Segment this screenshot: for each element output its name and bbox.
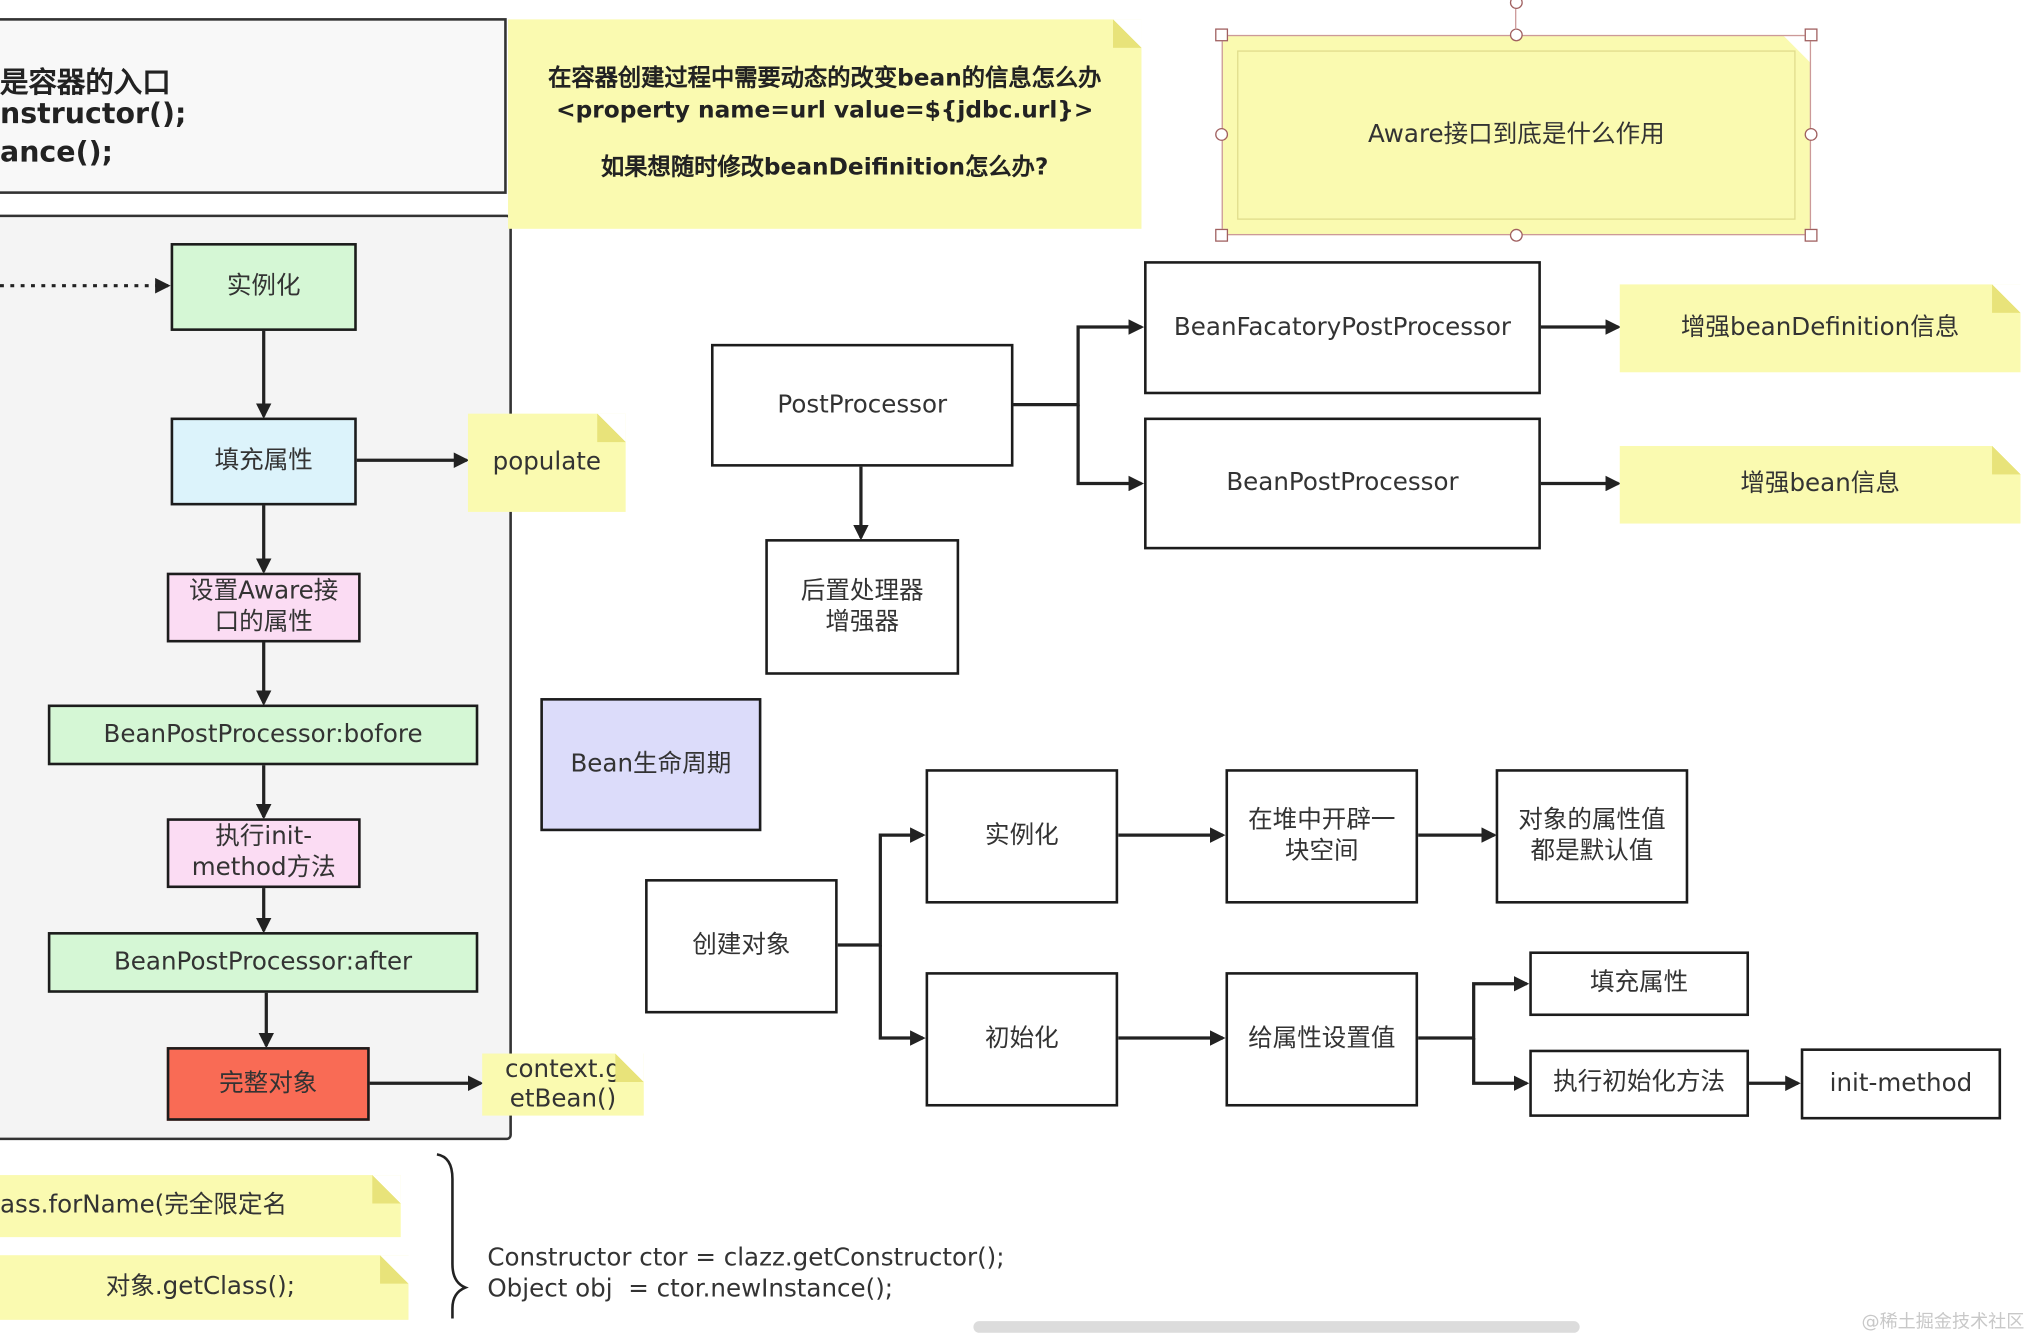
getbean-line-1: context.g	[504, 1055, 621, 1084]
default-line-1: 对象的属性值	[1518, 805, 1666, 835]
question-note: 在容器创建过程中需要动态的改变bean的信息怎么办 <property name…	[508, 19, 1142, 229]
getbean-note: context.g etBean()	[482, 1053, 644, 1116]
horizontal-scrollbar[interactable]	[973, 1321, 1580, 1333]
resize-handle-nw[interactable]	[1215, 28, 1229, 42]
lifecycle-init-method: 执行init- method方法	[166, 818, 361, 889]
question-line-3: 如果想随时修改beanDeifinition怎么办?	[601, 154, 1049, 182]
co-initialize-label: 初始化	[985, 1023, 1059, 1053]
code-line-2: Object obj = ctor.newInstance();	[487, 1274, 894, 1304]
rotate-stem	[1515, 9, 1517, 30]
bfpp-box: BeanFacatoryPostProcessor	[1144, 261, 1541, 395]
watermark: @稀土掘金技术社区	[1861, 1312, 2025, 1333]
lifecycle-aware-line-2: 口的属性	[214, 607, 313, 637]
lifecycle-bpp-after: BeanPostProcessor:after	[47, 932, 479, 993]
branch-postprocessor-2	[1076, 404, 1145, 492]
run-init-label: 执行初始化方法	[1553, 1067, 1726, 1097]
co-instantiate-label: 实例化	[985, 821, 1059, 850]
question-line-1: 在容器创建过程中需要动态的改变bean的信息怎么办	[548, 64, 1102, 93]
enhance-bean-label: 增强bean信息	[1740, 469, 1900, 498]
branch-postprocessor	[1012, 319, 1145, 407]
lifecycle-aware: 设置Aware接 口的属性	[166, 572, 361, 643]
code-line-1: Constructor ctor = clazz.getConstructor(…	[487, 1243, 1005, 1273]
lifecycle-instantiate-label: 实例化	[226, 271, 301, 301]
aware-note[interactable]: Aware接口到底是什么作用	[1221, 34, 1812, 236]
bean-lifecycle-box: Bean生命周期	[540, 698, 762, 832]
aware-inner-border	[1237, 50, 1796, 220]
heap-box: 在堆中开辟一 块空间	[1225, 769, 1419, 904]
fill-props-box: 填充属性	[1529, 951, 1750, 1017]
default-line-2: 都是默认值	[1530, 836, 1654, 865]
branch-create-2	[878, 944, 926, 1046]
resize-handle-n[interactable]	[1509, 28, 1523, 42]
create-object-label: 创建对象	[692, 930, 791, 960]
post-enhancer-box: 后置处理器 增强器	[765, 539, 960, 675]
getbean-line-2: etBean()	[509, 1084, 617, 1114]
branch-create	[837, 827, 926, 947]
co-instantiate-box: 实例化	[925, 769, 1119, 904]
question-line-2: <property name=url value=${jdbc.url}>	[556, 96, 1094, 124]
lifecycle-instantiate: 实例化	[170, 243, 357, 331]
bpp-label: BeanPostProcessor	[1226, 468, 1459, 497]
set-values-box: 给属性设置值	[1225, 972, 1419, 1107]
rotate-handle[interactable]	[1509, 0, 1523, 10]
entry-box: 是容器的入口 nstructor(); ance();	[0, 18, 507, 194]
lifecycle-complete-label: 完整对象	[219, 1068, 318, 1098]
run-init-box: 执行初始化方法	[1529, 1049, 1750, 1117]
postprocessor-box: PostProcessor	[710, 343, 1014, 467]
lifecycle-bpp-after-label: BeanPostProcessor:after	[113, 947, 413, 976]
getclass-note: 对象.getClass();	[0, 1255, 409, 1320]
bean-lifecycle-label: Bean生命周期	[570, 749, 732, 778]
lifecycle-bpp-before-label: BeanPostProcessor:bofore	[103, 719, 423, 748]
entry-line-2: nstructor();	[0, 98, 187, 131]
lifecycle-complete: 完整对象	[166, 1047, 370, 1121]
fill-props-label: 填充属性	[1590, 968, 1689, 997]
entry-line-3: ance();	[0, 137, 113, 170]
forname-note: ass.forName(完全限定名	[0, 1175, 401, 1238]
lifecycle-init-line-2: method方法	[191, 853, 336, 882]
heap-line-1: 在堆中开辟一	[1248, 805, 1396, 835]
init-method-label: init-method	[1829, 1068, 1973, 1098]
forname-label: ass.forName(完全限定名	[0, 1190, 288, 1220]
default-values-box: 对象的属性值 都是默认值	[1495, 769, 1689, 904]
populate-note: populate	[467, 413, 626, 512]
post-enhancer-line-2: 增强器	[825, 606, 900, 636]
postprocessor-label: PostProcessor	[777, 389, 948, 419]
post-enhancer-line-1: 后置处理器	[800, 576, 924, 605]
enhance-bean-note: 增强bean信息	[1619, 445, 2021, 524]
resize-handle-ne[interactable]	[1804, 28, 1818, 42]
enhance-def-label: 增强beanDefinition信息	[1680, 312, 1960, 342]
lifecycle-populate-label: 填充属性	[214, 446, 313, 475]
lifecycle-populate: 填充属性	[170, 417, 357, 506]
resize-handle-sw[interactable]	[1215, 228, 1229, 242]
create-object-box: 创建对象	[645, 879, 838, 1014]
set-values-label: 给属性设置值	[1248, 1023, 1396, 1053]
aware-text[interactable]: Aware接口到底是什么作用	[1367, 119, 1665, 149]
bfpp-label: BeanFacatoryPostProcessor	[1173, 312, 1511, 341]
resize-handle-se[interactable]	[1804, 228, 1818, 242]
resize-handle-w[interactable]	[1215, 127, 1229, 141]
branch-set-2	[1472, 1038, 1530, 1092]
lifecycle-bpp-before: BeanPostProcessor:bofore	[47, 704, 479, 766]
lifecycle-aware-line-1: 设置Aware接	[189, 576, 339, 606]
getclass-label: 对象.getClass();	[105, 1272, 296, 1301]
lifecycle-init-line-1: 执行init-	[215, 822, 313, 851]
init-method-box: init-method	[1800, 1048, 2002, 1120]
branch-set	[1418, 975, 1530, 1040]
heap-line-2: 块空间	[1284, 836, 1359, 865]
resize-handle-e[interactable]	[1804, 127, 1818, 141]
co-initialize-box: 初始化	[925, 972, 1119, 1107]
enhance-def-note: 增强beanDefinition信息	[1619, 284, 2021, 373]
brace	[436, 1153, 469, 1319]
bpp-box: BeanPostProcessor	[1144, 417, 1541, 550]
populate-note-label: populate	[492, 447, 602, 476]
resize-handle-s[interactable]	[1509, 228, 1523, 242]
entry-line-1: 是容器的入口	[0, 67, 171, 100]
